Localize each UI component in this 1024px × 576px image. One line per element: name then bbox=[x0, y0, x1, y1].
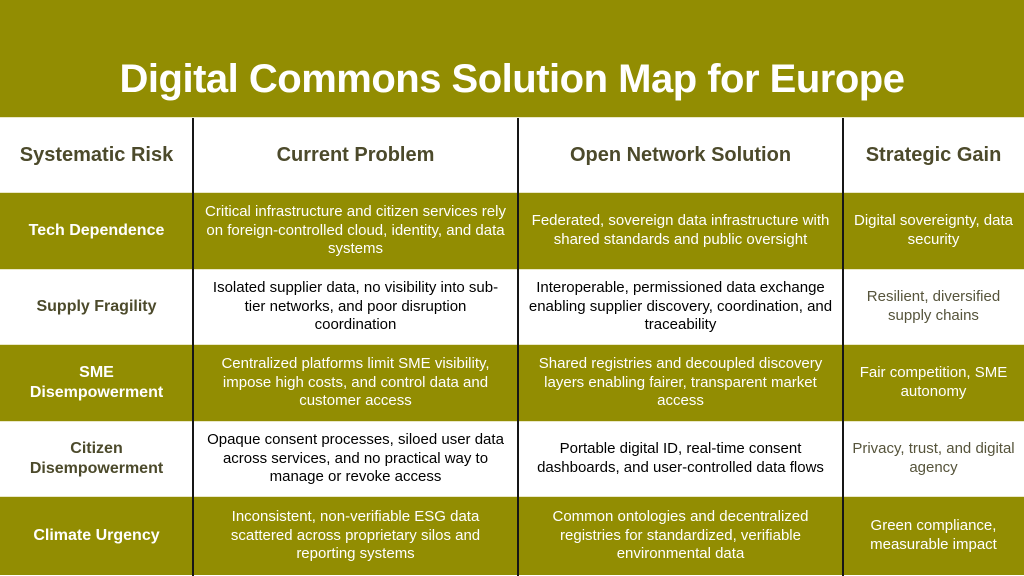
gain-cell-climate-urgency: Green compliance, measurable impact bbox=[843, 496, 1024, 575]
column-divider-1 bbox=[192, 118, 194, 576]
solution-cell-supply-fragility: Interoperable, permissioned data exchang… bbox=[518, 269, 843, 344]
risk-cell-supply-fragility: Supply Fragility bbox=[0, 269, 193, 344]
solution-cell-climate-urgency: Common ontologies and decentralized regi… bbox=[518, 496, 843, 575]
risk-cell-tech-dependence: Tech Dependence bbox=[0, 192, 193, 269]
problem-cell-supply-fragility: Isolated supplier data, no visibility in… bbox=[193, 269, 518, 344]
column-header-strategic-gain: Strategic Gain bbox=[843, 118, 1024, 192]
problem-cell-sme-disempowerment: Centralized platforms limit SME visibili… bbox=[193, 344, 518, 421]
solution-cell-tech-dependence: Federated, sovereign data infrastructure… bbox=[518, 192, 843, 269]
risk-cell-sme-disempowerment: SME Disempowerment bbox=[0, 344, 193, 421]
column-divider-3 bbox=[842, 118, 844, 576]
column-header-systematic-risk: Systematic Risk bbox=[0, 118, 193, 192]
column-divider-2 bbox=[517, 118, 519, 576]
column-header-current-problem: Current Problem bbox=[193, 118, 518, 192]
slide-title: Digital Commons Solution Map for Europe bbox=[119, 57, 905, 101]
gain-cell-citizen-disempowerment: Privacy, trust, and digital agency bbox=[843, 421, 1024, 496]
gain-cell-tech-dependence: Digital sovereignty, data security bbox=[843, 192, 1024, 269]
solution-cell-citizen-disempowerment: Portable digital ID, real-time consent d… bbox=[518, 421, 843, 496]
problem-cell-citizen-disempowerment: Opaque consent processes, siloed user da… bbox=[193, 421, 518, 496]
solution-map-table: Systematic Risk Current Problem Open Net… bbox=[0, 118, 1024, 575]
risk-cell-citizen-disempowerment: Citizen Disempowerment bbox=[0, 421, 193, 496]
title-banner: Digital Commons Solution Map for Europe bbox=[0, 0, 1024, 118]
risk-cell-climate-urgency: Climate Urgency bbox=[0, 496, 193, 575]
gain-cell-supply-fragility: Resilient, diversified supply chains bbox=[843, 269, 1024, 344]
problem-cell-tech-dependence: Critical infrastructure and citizen serv… bbox=[193, 192, 518, 269]
gain-cell-sme-disempowerment: Fair competition, SME autonomy bbox=[843, 344, 1024, 421]
column-header-open-network-solution: Open Network Solution bbox=[518, 118, 843, 192]
solution-cell-sme-disempowerment: Shared registries and decoupled discover… bbox=[518, 344, 843, 421]
problem-cell-climate-urgency: Inconsistent, non-verifiable ESG data sc… bbox=[193, 496, 518, 575]
